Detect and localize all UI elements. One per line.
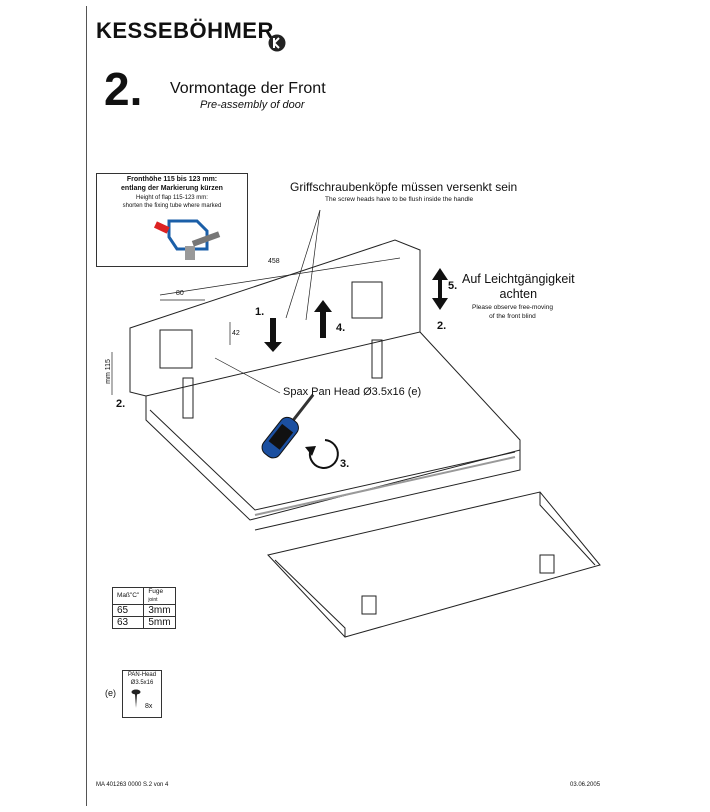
page-frame — [86, 6, 615, 806]
page-subtitle: Pre-assembly of door — [200, 99, 305, 111]
pan-head-line1: PAN-Head — [127, 672, 157, 678]
dim-hole: 42 — [232, 330, 240, 337]
table-row: 65 3mm — [111, 604, 176, 617]
dim-height: mm 115 — [104, 359, 112, 384]
brand-name: KESSEBÖHMER — [96, 18, 274, 43]
pan-head-qty: 8x — [145, 703, 153, 710]
table-header-fuge: Fuge joint — [143, 587, 176, 605]
spax-note: Spax Pan Head Ø3.5x16 (e) — [283, 386, 422, 398]
joint-table: Maß"C" Fuge joint 65 3mm 63 5mm — [111, 587, 176, 629]
footer-doc-id: MA 401263 0000 S.2 von 4 — [96, 782, 169, 788]
table-header-fuge-de: Fuge — [148, 588, 164, 595]
footer-date: 03.06.2005 — [570, 782, 601, 788]
info-line1: Fronthöhe 115 bis 123 mm: — [126, 176, 218, 183]
step-2-label-right: 2. — [437, 320, 447, 332]
page-title: Vormontage der Front — [170, 80, 326, 97]
screw-icon — [131, 689, 141, 708]
step-2-label-left: 2. — [116, 398, 126, 410]
screwdriver-icon — [261, 393, 315, 459]
step-4-label: 4. — [336, 322, 346, 334]
ease-en-line2: of the front blind — [489, 313, 536, 320]
pan-head-e-label: (e) — [105, 688, 116, 698]
pan-head-line2: Ø3.5x16 — [130, 680, 154, 686]
saw-cutter-icon — [153, 219, 221, 260]
ease-note-en: Please observe free-moving of the front … — [472, 303, 553, 321]
table-cell-c: 65 — [111, 604, 145, 617]
table-header-c: Maß"C" — [111, 587, 145, 605]
step-5-label: 5. — [448, 280, 458, 292]
info-box: Fronthöhe 115 bis 123 mm: entlang der Ma… — [96, 173, 248, 267]
ease-line2: achten — [499, 287, 538, 301]
table-header-fuge-en: joint — [148, 597, 158, 603]
info-line2: entlang der Markierung kürzen — [121, 185, 223, 192]
table-cell-c: 63 — [111, 616, 145, 629]
step-1-label: 1. — [255, 306, 265, 318]
brand-logo-icon — [268, 34, 286, 52]
screw-heads-note: Griffschraubenköpfe müssen versenkt sein — [290, 180, 518, 194]
table-cell-fuge: 3mm — [143, 604, 176, 617]
info-line4: shorten the fixing tube where marked — [122, 203, 222, 209]
table-row: 63 5mm — [111, 616, 176, 629]
dim-offset: 80 — [176, 290, 184, 297]
screw-heads-note-en: The screw heads have to be flush inside … — [325, 196, 474, 203]
info-line3: Height of flap 115-123 mm: — [136, 195, 208, 201]
ease-en-line1: Please observe free-moving — [472, 304, 553, 311]
dim-width: 458 — [268, 258, 280, 265]
ease-line1: Auf Leichtgängigkeit — [462, 272, 575, 286]
step-3-label: 3. — [340, 458, 350, 470]
table-cell-fuge: 5mm — [143, 616, 176, 629]
ease-note: Auf Leichtgängigkeit achten — [462, 272, 575, 302]
step-number: 2. — [104, 63, 143, 115]
pan-head-box: PAN-Head Ø3.5x16 8x — [122, 670, 162, 718]
